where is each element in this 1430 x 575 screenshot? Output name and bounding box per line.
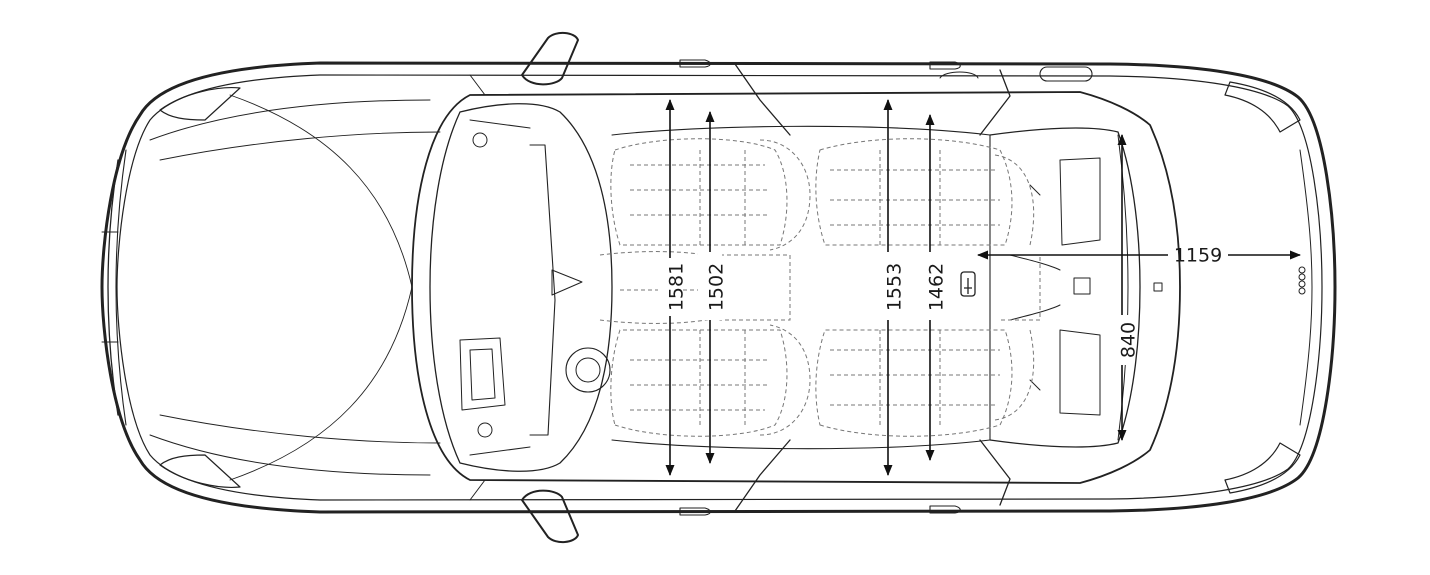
mirror-left [521,32,579,86]
mirror-right [521,489,579,543]
front-shoulder-label: 1581 [666,263,688,311]
trunk-length-label: 1159 [1174,245,1222,267]
body-outline [100,61,1337,514]
greenhouse [411,91,1181,484]
rear-elbow-label: 1462 [926,263,948,311]
dimension-labels: 1581 1502 1553 1462 1159 840 [666,245,1223,359]
trunk-width-label: 840 [1118,322,1140,358]
front-elbow-label: 1502 [706,263,728,311]
seats-dashed [599,138,1041,437]
dimension-lines [665,99,1301,476]
car-body [100,32,1337,543]
rear-shoulder-label: 1553 [884,263,906,311]
child-seat-anchor-icon [960,271,976,297]
